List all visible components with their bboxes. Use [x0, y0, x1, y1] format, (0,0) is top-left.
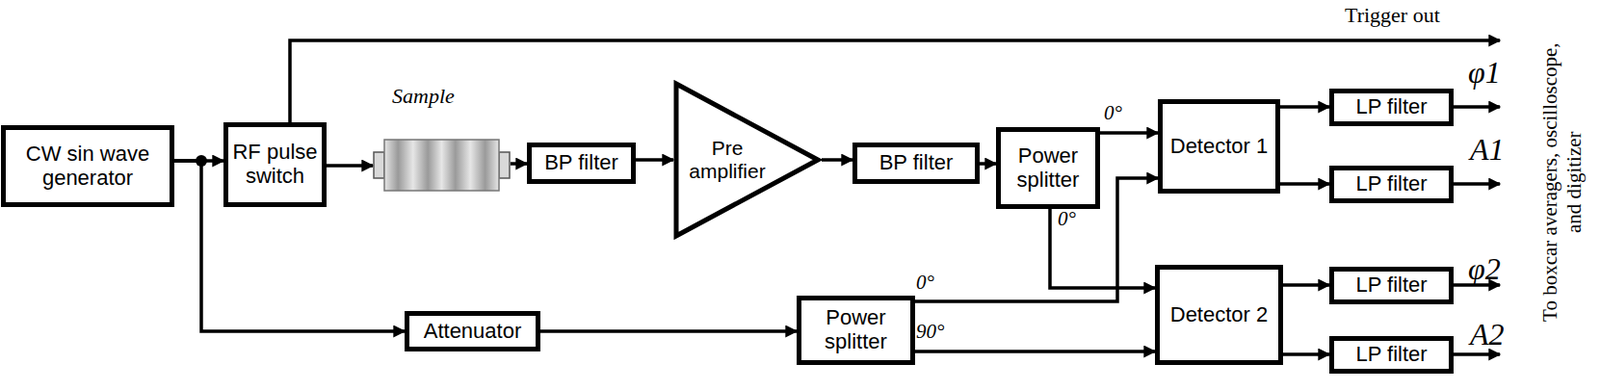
sample-node: Sample — [372, 84, 511, 192]
process-box: BP filter — [852, 142, 980, 184]
box-label: CW sin wave generator — [5, 142, 170, 190]
output-wire — [1453, 352, 1500, 357]
process-box: LP filter — [1329, 165, 1454, 204]
box-label: Power splitter — [801, 306, 911, 354]
process-box: LP filter — [1329, 88, 1454, 127]
signal-wire — [635, 157, 674, 162]
port-label: 90° — [916, 320, 945, 343]
box-label: BP filter — [544, 151, 619, 176]
process-box: Attenuator — [404, 311, 541, 352]
process-box: Power splitter — [796, 295, 916, 366]
signal-wire — [1280, 104, 1330, 109]
signal-name: φ2 — [1468, 252, 1501, 287]
box-label: Detector 1 — [1170, 134, 1269, 159]
port-label: 0° — [1103, 102, 1123, 125]
signal-name: A1 — [1469, 132, 1505, 167]
signal-wire — [821, 157, 853, 162]
box-label: LP filter — [1355, 172, 1427, 197]
process-box: Power splitter — [996, 127, 1101, 210]
box-label: BP filter — [879, 151, 954, 176]
amplifier-triangle: Pre amplifier — [673, 79, 822, 240]
signal-wire — [1280, 182, 1330, 186]
process-box: LP filter — [1329, 336, 1454, 374]
process-box: RF pulse switch — [223, 122, 327, 208]
box-label: RF pulse switch — [228, 140, 322, 188]
box-label: Power splitter — [1000, 144, 1096, 192]
box-label: LP filter — [1355, 342, 1427, 368]
signal-wire — [1283, 283, 1330, 288]
output-wire — [1453, 104, 1500, 109]
output-wire — [1453, 182, 1500, 186]
box-label: Attenuator — [423, 319, 523, 344]
box-label: Pre amplifier — [682, 136, 772, 183]
process-box: Detector 1 — [1157, 99, 1281, 194]
port-label: 0° — [1057, 208, 1076, 231]
process-box: CW sin wave generator — [0, 125, 175, 208]
signal-wire — [915, 349, 1155, 354]
port-label: Trigger out — [1344, 3, 1441, 27]
box-label: Detector 2 — [1170, 303, 1269, 328]
box-label: LP filter — [1355, 273, 1427, 298]
port-label: 0° — [916, 271, 935, 294]
trigger-wire — [289, 40, 1500, 123]
sample-cylinder — [372, 138, 511, 193]
signal-wire — [326, 163, 373, 168]
box-label: LP filter — [1355, 95, 1427, 120]
signal-wire — [1049, 209, 1155, 289]
signal-wire — [540, 329, 797, 334]
signal-wire — [510, 161, 527, 166]
signal-wire — [979, 161, 997, 166]
process-box: BP filter — [526, 142, 636, 184]
process-box: LP filter — [1329, 266, 1454, 305]
sample-label: Sample — [392, 84, 455, 109]
signal-name: A2 — [1469, 317, 1505, 352]
process-box: Detector 2 — [1154, 264, 1284, 366]
output-note: To boxcar averagers, oscilloscope, and d… — [1538, 37, 1587, 327]
signal-name: φ1 — [1468, 55, 1501, 90]
signal-wire — [1283, 352, 1330, 357]
signal-wire — [1100, 131, 1158, 135]
